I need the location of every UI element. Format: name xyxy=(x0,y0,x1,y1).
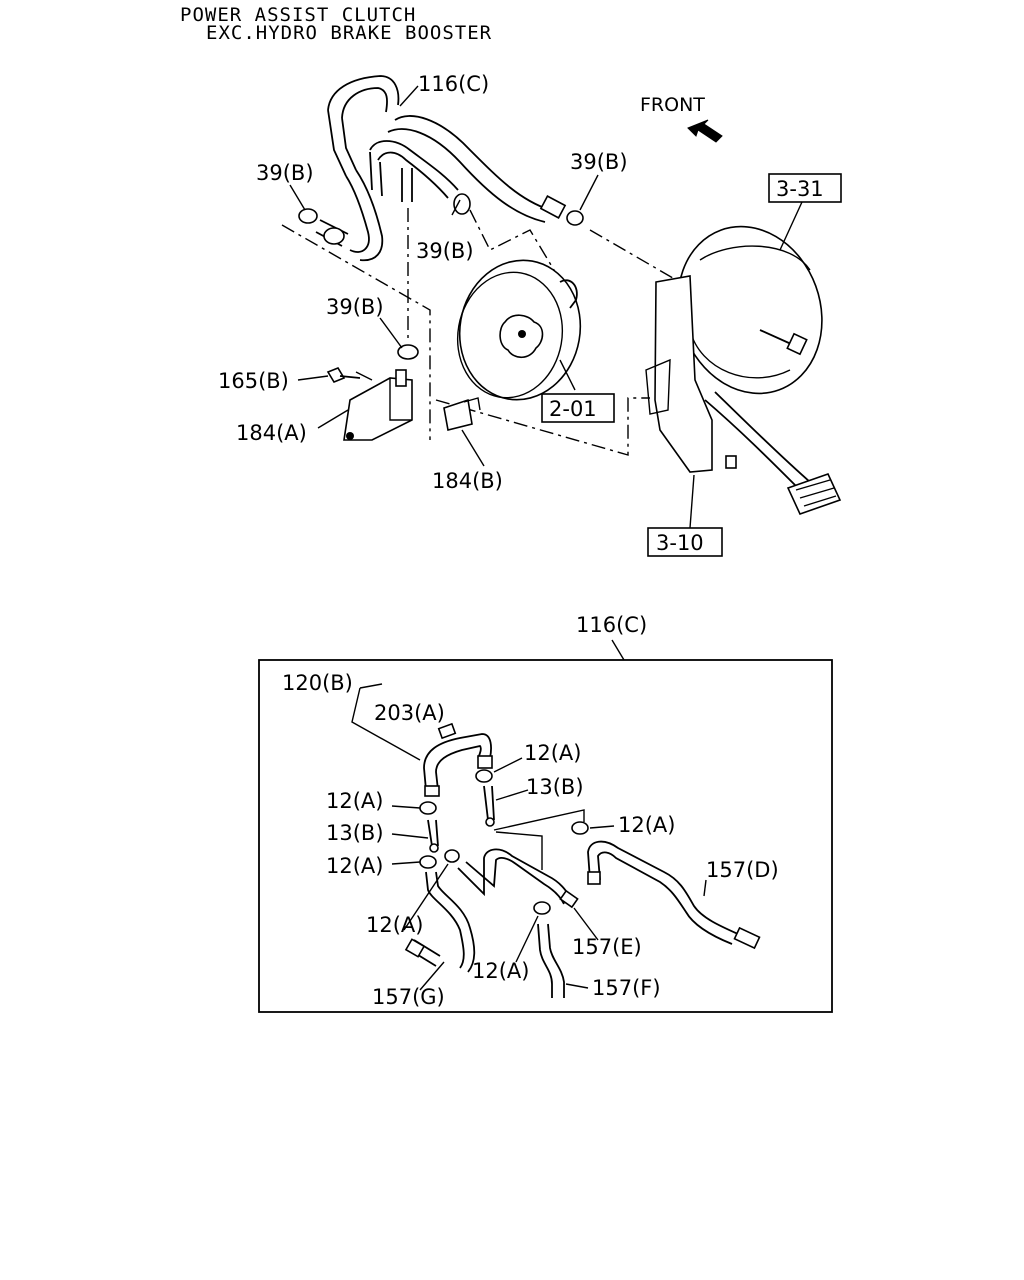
label-39b-mid: 39(B) xyxy=(416,239,474,263)
label-203a: 203(A) xyxy=(374,701,445,725)
label-13b-2: 13(B) xyxy=(326,821,384,845)
ref-box-2-01: 2-01 xyxy=(541,393,615,423)
label-157f: 157(F) xyxy=(592,976,661,1000)
label-12a-1: 12(A) xyxy=(524,741,581,765)
detail-box xyxy=(258,659,833,1013)
ref-box-3-10: 3-10 xyxy=(647,527,723,557)
label-116c: 116(C) xyxy=(418,72,489,96)
label-12a-3: 12(A) xyxy=(326,854,383,878)
label-39b-left: 39(B) xyxy=(256,161,314,185)
label-12a-2: 12(A) xyxy=(326,789,383,813)
detail-hoses xyxy=(404,722,761,998)
label-184a: 184(A) xyxy=(236,421,307,445)
ref-3-31-text: 3-31 xyxy=(776,177,824,201)
clutch-booster-2-01 xyxy=(456,259,582,401)
bracket-184b xyxy=(443,397,481,431)
label-12a-5: 12(A) xyxy=(366,913,423,937)
label-39b-lower: 39(B) xyxy=(326,295,384,319)
detail-title-leader xyxy=(611,639,625,661)
label-12a-6: 12(A) xyxy=(472,959,529,983)
ref-3-10-text: 3-10 xyxy=(656,531,704,555)
header-title-line2: EXC.HYDRO BRAKE BOOSTER xyxy=(206,22,492,44)
ref-box-3-31: 3-31 xyxy=(768,173,842,203)
leader-lines-top xyxy=(289,85,803,529)
hose-assembly-116c xyxy=(298,75,584,360)
front-label: FRONT xyxy=(640,94,705,116)
header-title-line1: POWER ASSIST CLUTCH xyxy=(180,4,416,26)
label-13b-1: 13(B) xyxy=(526,775,584,799)
detail-title-116c: 116(C) xyxy=(576,613,647,637)
detail-guide-lines xyxy=(351,683,585,870)
front-arrow-icon xyxy=(687,119,723,143)
label-39b-right: 39(B) xyxy=(570,150,628,174)
label-157d: 157(D) xyxy=(706,858,779,882)
label-157e: 157(E) xyxy=(572,935,642,959)
label-165b: 165(B) xyxy=(218,369,289,393)
pedal-bracket-3-10 xyxy=(645,275,842,515)
detail-leader-lines xyxy=(391,757,707,991)
label-184b: 184(B) xyxy=(432,469,503,493)
ref-2-01-text: 2-01 xyxy=(549,397,597,421)
label-12a-4: 12(A) xyxy=(618,813,675,837)
label-120b: 120(B) xyxy=(282,671,353,695)
bolt-165b xyxy=(326,367,373,383)
bracket-184a xyxy=(343,369,413,441)
label-157g: 157(G) xyxy=(372,985,445,1009)
